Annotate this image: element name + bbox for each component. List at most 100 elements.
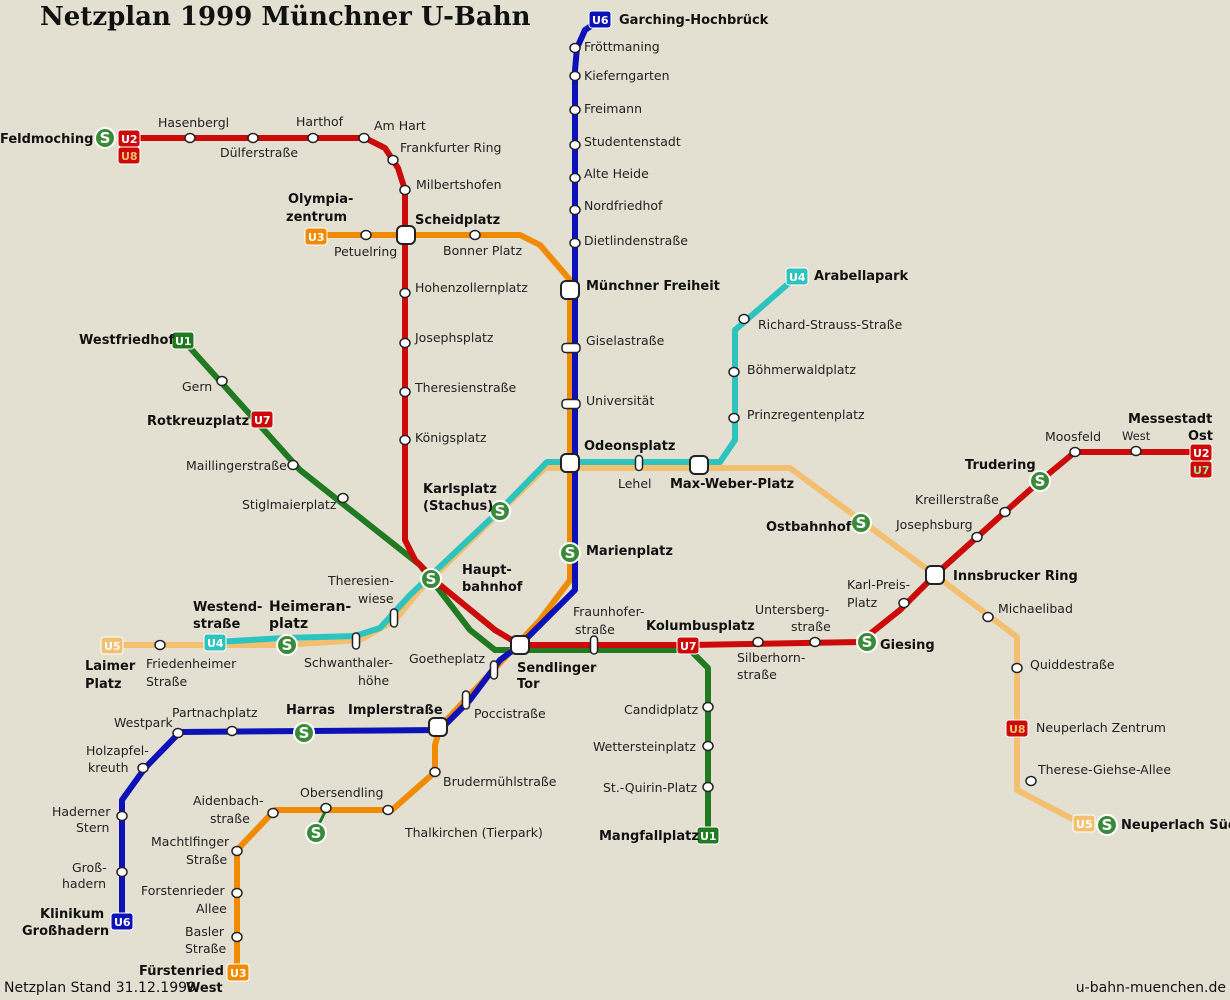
station-markers [116,42,1142,943]
station-marker-transfer [461,690,471,710]
u8-badge: U8 [121,150,138,163]
label-westpark: Westpark [114,715,173,730]
label-scheidplatz: Scheidplatz [415,213,500,228]
label-theresienwiese-2: wiese [358,591,394,606]
station-marker [226,725,238,737]
label-marienplatz: Marienplatz [586,544,673,559]
station-marker [307,132,319,144]
label-giselastrasse: Giselastraße [586,333,665,348]
station-marker [971,531,983,543]
label-feldmoching: Feldmoching [0,132,93,147]
sbahn-icon [1029,470,1051,492]
label-bonner-platz: Bonner Platz [443,243,522,258]
u5-badge-neuperlach-sued: U5 [1076,818,1093,831]
station-marker [469,229,481,241]
label-fuerstenried-1: Fürstenried [139,964,224,979]
station-marker [982,611,994,623]
label-implerstrasse: Implerstraße [348,703,443,718]
label-sendlinger-tor-2: Tor [517,677,540,692]
station-marker [399,434,411,446]
label-st-quirin: St.-Quirin-Platz [603,780,698,795]
label-frankfurter-ring: Frankfurter Ring [400,140,501,155]
station-marker-transfer [634,454,644,472]
label-laimer-platz-2: Platz [85,677,122,692]
label-alte-heide: Alte Heide [584,166,649,181]
station-marker [999,506,1011,518]
station-marker [154,639,166,651]
station-marker [752,636,764,648]
station-marker [116,866,128,878]
sbahn-icon-letter: S [495,502,506,520]
station-marker [728,366,740,378]
station-marker [116,810,128,822]
station-marker [247,132,259,144]
label-schwanthalerhoehe-1: Schwanthaler- [304,655,393,670]
label-basler-2: Straße [185,941,227,956]
label-candidplatz: Candidplatz [624,702,699,717]
label-grosshadern-2: hadern [62,876,106,891]
station-marker [702,781,714,793]
label-duelferstrasse: Dülferstraße [220,145,298,160]
station-marker [569,70,581,82]
label-kreillerstrasse: Kreillerstraße [915,492,999,507]
u7-badge-messestadt: U7 [1193,464,1210,477]
label-klinikum-2: Großhadern [22,924,109,939]
label-boehmerwaldplatz: Böhmerwaldplatz [747,362,856,377]
station-marker [569,237,581,249]
label-mangfallplatz: Mangfallplatz [599,829,699,844]
label-theresienstrasse: Theresienstraße [414,380,516,395]
station-marker [184,132,196,144]
label-quiddestrasse: Quiddestraße [1030,657,1115,672]
label-friedenheimer-1: Friedenheimer [146,656,237,671]
station-marker [320,802,332,814]
station-marker-hub [560,280,580,300]
station-marker [267,807,279,819]
sbahn-icon [94,127,116,149]
station-marker-hub [396,225,416,245]
station-marker [231,931,243,943]
station-marker-hub [510,635,530,655]
station-marker [231,845,243,857]
station-marker-transfer [589,635,599,655]
label-neuperlach-sued: Neuperlach Süd [1121,818,1230,833]
station-marker [569,42,581,54]
label-ostbahnhof: Ostbahnhof [766,520,852,535]
station-marker [1025,775,1037,787]
label-dietlindenstrasse: Dietlindenstraße [584,233,688,248]
sbahn-icon [420,568,442,590]
label-karlsplatz-1: Karlsplatz [423,482,497,497]
station-marker-hub [689,455,709,475]
label-forstenrieder-2: Allee [196,901,227,916]
sbahn-icon [856,631,878,653]
label-hauptbahnhof-2: bahnhof [462,580,523,595]
station-marker-hub [925,565,945,585]
station-marker [702,740,714,752]
label-stiglmaierplatz: Stiglmaierplatz [242,497,337,512]
u6-badge: U6 [592,14,609,27]
station-marker [399,287,411,299]
label-olympiazentrum-1: Olympia- [288,192,353,207]
station-marker [702,701,714,713]
label-friedenheimer-2: Straße [146,674,188,689]
label-olympiazentrum-2: zentrum [286,210,347,225]
label-therese-giehse: Therese-Giehse-Allee [1037,762,1171,777]
label-messestadt-west: West [1122,429,1151,443]
label-theresienwiese-1: Theresien- [327,573,394,588]
sbahn-icon-letter: S [856,514,867,532]
station-marker [231,887,243,899]
label-garching: Garching-Hochbrück [619,13,769,28]
label-wettersteinplatz: Wettersteinplatz [593,739,696,754]
station-marker [172,727,184,739]
label-forstenrieder-1: Forstenrieder [141,883,225,898]
sbahn-icon-letter: S [282,636,293,654]
label-aidenbach-1: Aidenbach- [193,793,263,808]
u4-badge-arabellapark: U4 [789,271,806,284]
station-marker [809,636,821,648]
sbahn-icon-letter: S [311,824,322,842]
label-silberhorn-1: Silberhorn- [737,650,805,665]
label-fraunhofer-1: Fraunhofer- [573,604,644,619]
u1-badge: U1 [175,335,192,348]
station-marker [1011,662,1023,674]
u7-badge-kolumbus: U7 [680,640,697,653]
